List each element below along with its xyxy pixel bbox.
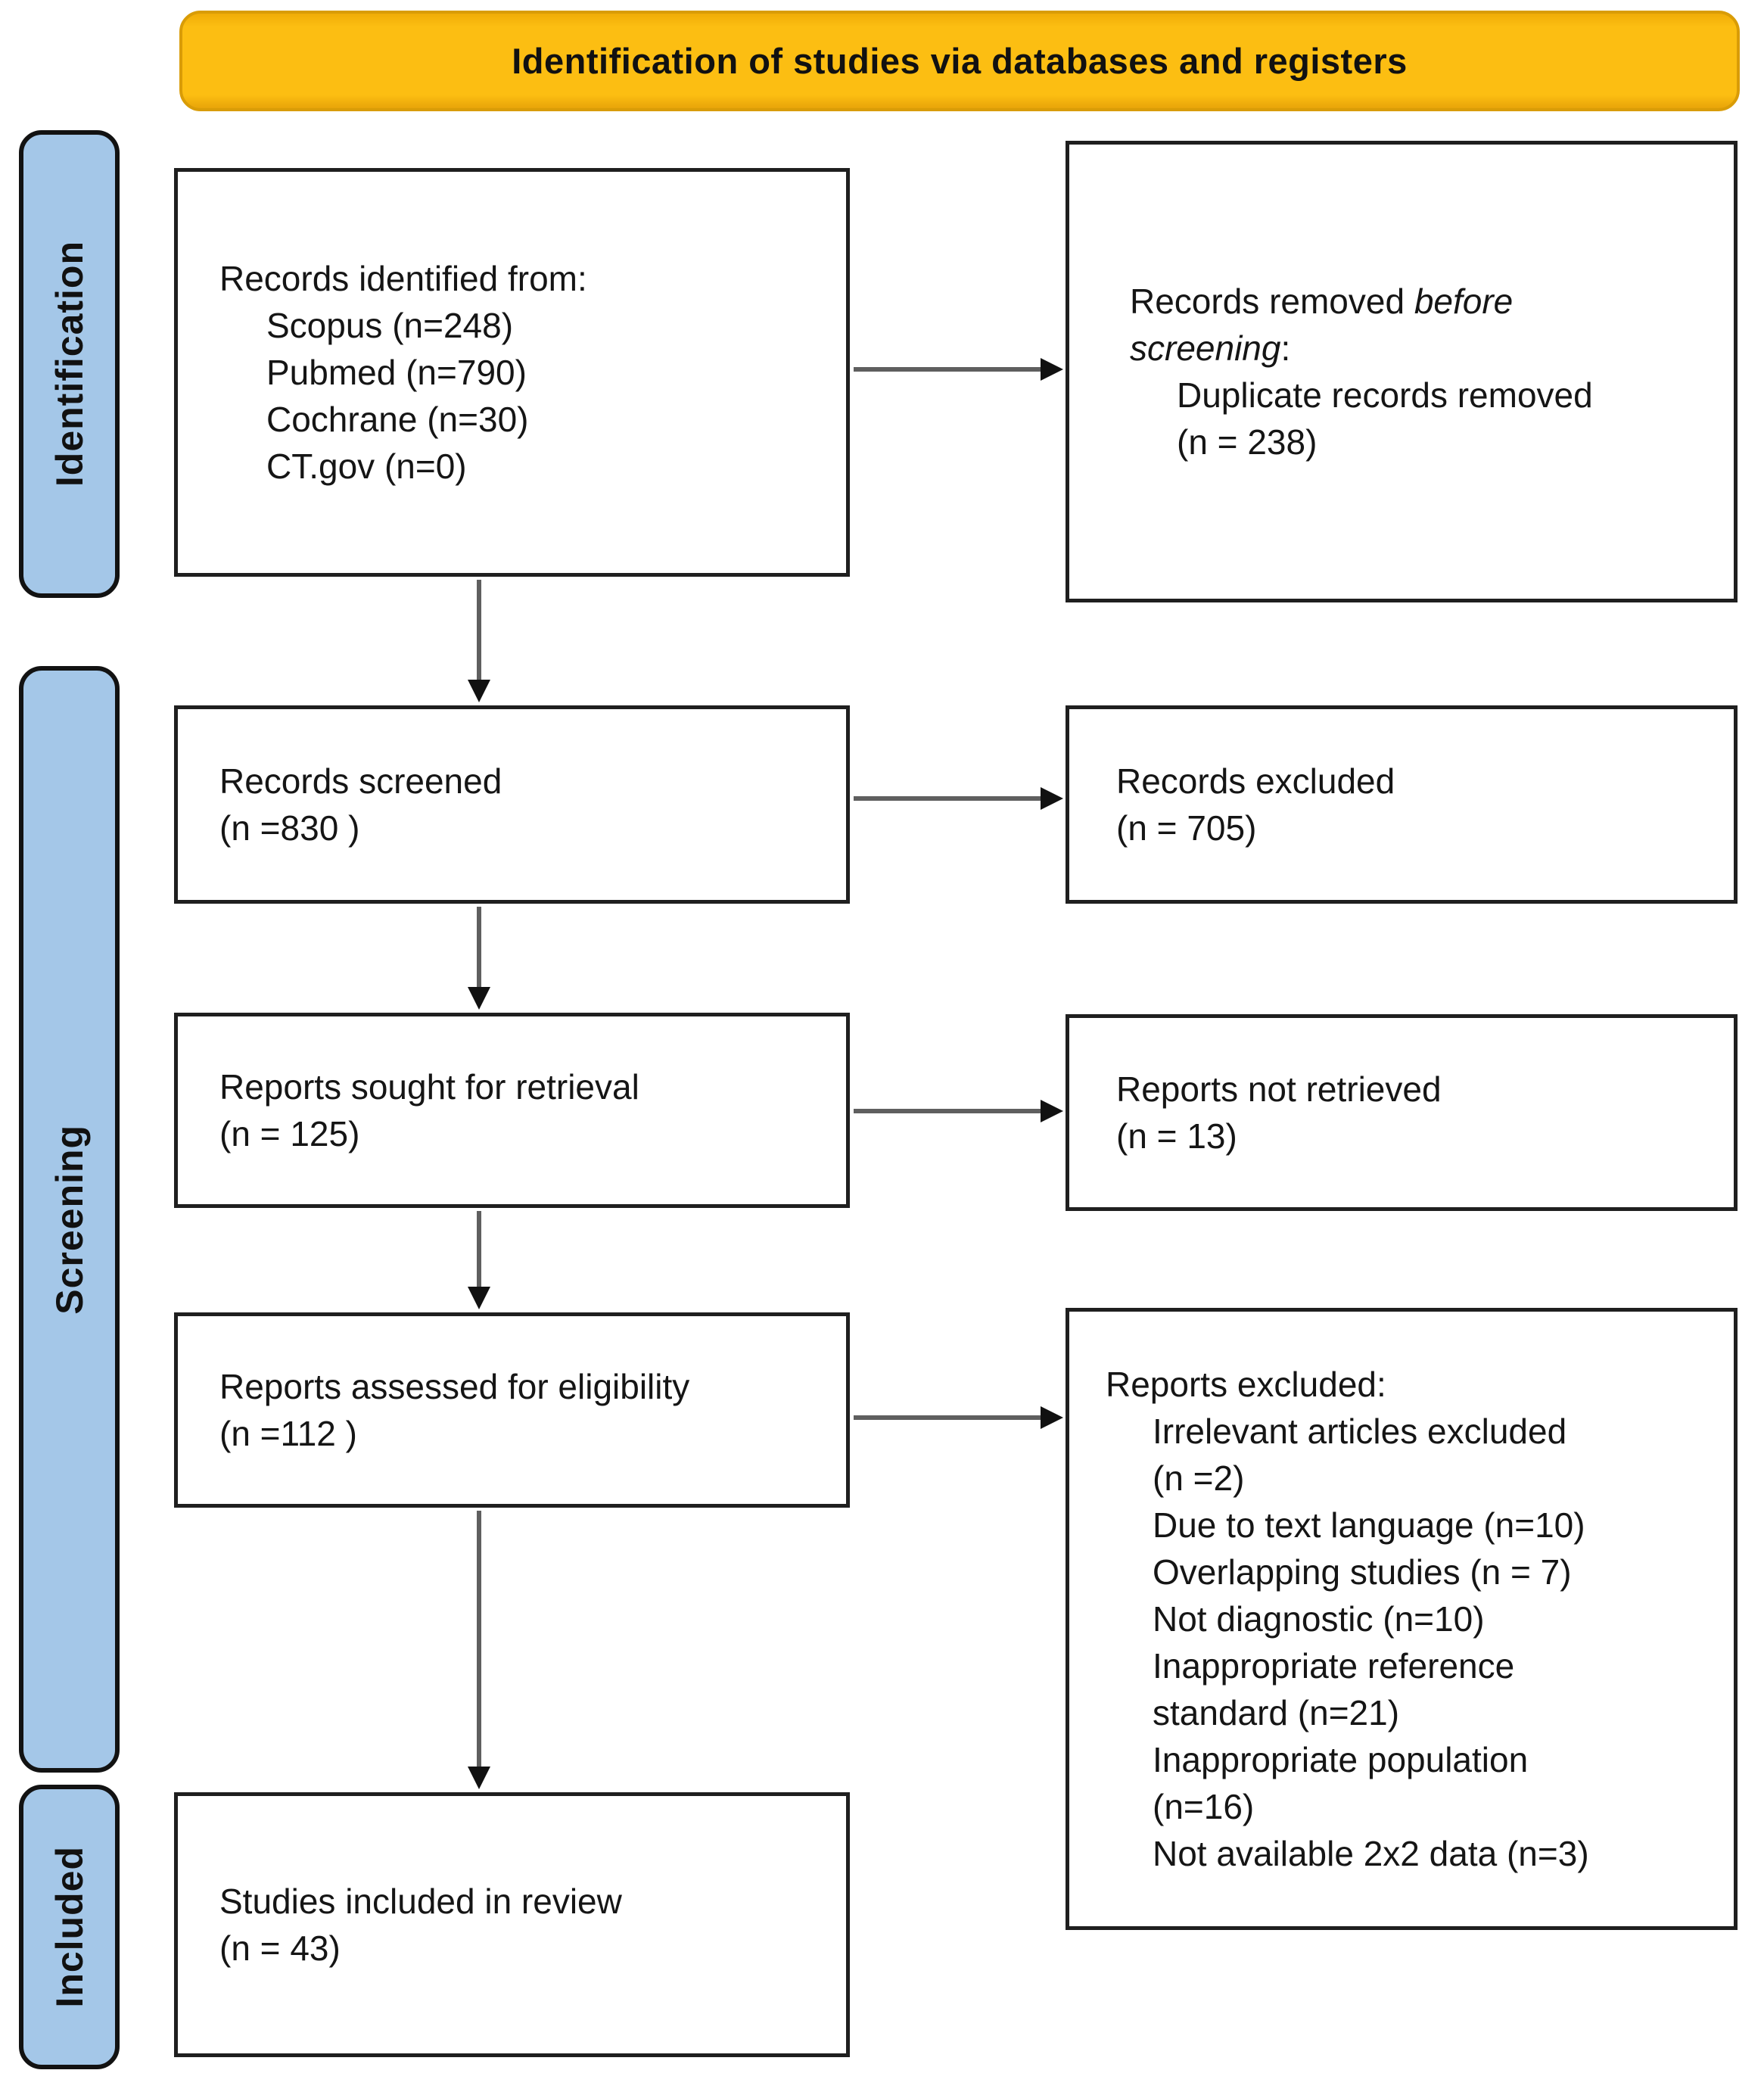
stage-label-identification: Identification (19, 130, 120, 598)
box-text-line: (n = 43) (219, 1928, 341, 1968)
box-text-line: CT.gov (n=0) (266, 447, 467, 486)
box-text-segment: Records removed (1130, 282, 1414, 321)
banner-title: Identification of studies via databases … (512, 41, 1408, 81)
arrow-head-screened-to-sought (468, 987, 490, 1010)
box-text-line: (n =112 ) (219, 1414, 357, 1453)
box-text-line: (n = 705) (1116, 808, 1257, 848)
box-text-line: Scopus (n=248) (266, 306, 514, 345)
arrow-head-identified-to-screened (468, 680, 490, 702)
box-text-line: Reports sought for retrieval (219, 1067, 639, 1107)
box-text-line: (n=16) (1153, 1787, 1255, 1826)
arrow-head-screened-to-excluded (1041, 787, 1063, 810)
stage-label-screening: Screening (19, 666, 120, 1773)
stage-label-screening-text: Screening (48, 1124, 91, 1315)
box-text-line: Reports not retrieved (1116, 1069, 1442, 1109)
arrow-line-assessed-to-included (477, 1511, 481, 1770)
arrow-head-identified-to-removed (1041, 358, 1063, 381)
box-text-line: standard (n=21) (1153, 1693, 1400, 1732)
box-text-line: (n =830 ) (219, 808, 360, 848)
arrow-line-screened-to-excluded (854, 796, 1044, 801)
arrow-line-sought-to-assessed (477, 1211, 481, 1290)
arrow-line-assessed-to-excluded (854, 1415, 1044, 1420)
box-text-line: Irrelevant articles excluded (1153, 1412, 1567, 1451)
box-text-line: Not available 2x2 data (n=3) (1153, 1834, 1589, 1873)
box-text-line: (n = 125) (219, 1114, 360, 1153)
box-text-segment-italic: before screening (1130, 282, 1514, 368)
box-text-line: Studies included in review (219, 1882, 622, 1921)
reports-assessed-box: Reports assessed for eligibility (n =112… (174, 1312, 850, 1508)
arrow-line-identified-to-removed (854, 367, 1044, 372)
banner: Identification of studies via databases … (179, 11, 1740, 111)
arrow-line-identified-to-screened (477, 580, 481, 684)
reports-excluded-box: Reports excluded: Irrelevant articles ex… (1066, 1308, 1738, 1930)
arrow-head-assessed-to-included (468, 1767, 490, 1789)
box-text-line: Due to text language (n=10) (1153, 1505, 1585, 1545)
box-text-line: Reports excluded: (1106, 1365, 1386, 1404)
records-identified-box: Records identified from: Scopus (n=248) … (174, 168, 850, 577)
studies-included-box: Studies included in review (n = 43) (174, 1792, 850, 2057)
box-text-line: Duplicate records removed (1177, 375, 1593, 415)
box-text-line: Records identified from: (219, 259, 587, 298)
box-text-line: Overlapping studies (n = 7) (1153, 1552, 1572, 1592)
box-text-segment: : (1280, 328, 1291, 368)
box-text-line: Inappropriate reference (1153, 1646, 1515, 1686)
stage-label-included: Included (19, 1785, 120, 2069)
arrow-line-screened-to-sought (477, 907, 481, 990)
box-text-line: (n = 13) (1116, 1116, 1237, 1156)
arrow-head-sought-to-assessed (468, 1287, 490, 1309)
box-text-line: (n =2) (1153, 1458, 1245, 1498)
stage-label-included-text: Included (48, 1846, 91, 2008)
box-text-line: Inappropriate population (1153, 1740, 1529, 1779)
arrow-line-sought-to-not-retrieved (854, 1109, 1044, 1113)
records-excluded-box: Records excluded (n = 705) (1066, 705, 1738, 904)
arrow-head-assessed-to-excluded (1041, 1406, 1063, 1429)
box-text-line: Records removed before screening: (1130, 278, 1599, 372)
records-removed-box: Records removed before screening: Duplic… (1066, 141, 1738, 602)
box-text-line: (n = 238) (1177, 422, 1318, 462)
records-screened-box: Records screened (n =830 ) (174, 705, 850, 904)
box-text-line: Reports assessed for eligibility (219, 1367, 690, 1406)
box-text-line: Records screened (219, 761, 502, 801)
stage-label-identification-text: Identification (48, 241, 91, 487)
box-text-line: Pubmed (n=790) (266, 353, 527, 392)
arrow-head-sought-to-not-retrieved (1041, 1100, 1063, 1122)
box-text-line: Not diagnostic (n=10) (1153, 1599, 1485, 1639)
box-text-line: Records excluded (1116, 761, 1395, 801)
box-text-line: Cochrane (n=30) (266, 400, 529, 439)
reports-not-retrieved-box: Reports not retrieved (n = 13) (1066, 1014, 1738, 1211)
reports-sought-box: Reports sought for retrieval (n = 125) (174, 1013, 850, 1208)
